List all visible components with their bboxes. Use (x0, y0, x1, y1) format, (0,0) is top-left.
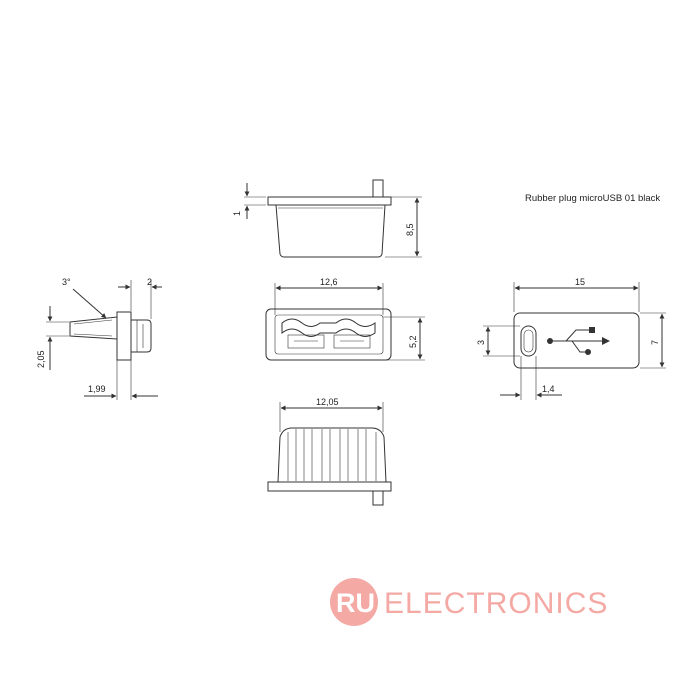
bottom-view: 12,05 (267, 397, 392, 506)
dim-front-width: 12,6 (320, 277, 338, 287)
dim-bottom-width: 12,05 (316, 397, 339, 407)
watermark-logo: RU ELECTRONICS (330, 578, 608, 626)
drawing-title: Rubber plug microUSB 01 black (525, 193, 660, 204)
usb-icon (547, 327, 610, 355)
dim-side-bottom: 1,99 (88, 384, 106, 394)
dim-front-height: 5,2 (408, 335, 418, 348)
top-view: 1 8,5 (232, 179, 422, 258)
watermark-text: ELECTRONICS (384, 587, 608, 620)
side-view: 3° 2 2,05 1,99 (36, 277, 162, 400)
dim-back-right: 7 (650, 340, 660, 345)
watermark-prefix: RU (336, 588, 375, 618)
dim-side-height: 2,05 (36, 350, 46, 368)
dim-back-left: 3 (476, 340, 486, 345)
front-view: 12,6 5,2 (265, 277, 425, 361)
dim-back-width: 15 (575, 277, 585, 287)
dim-back-bottom: 1,4 (542, 384, 555, 394)
dim-top-left: 1 (232, 211, 242, 216)
dim-top-right: 8,5 (405, 223, 415, 236)
dim-side-angle: 3° (62, 277, 71, 287)
watermark-circle (330, 578, 378, 626)
back-view: 15 7 3 1,4 (476, 277, 666, 400)
dim-side-top: 2 (147, 277, 152, 287)
